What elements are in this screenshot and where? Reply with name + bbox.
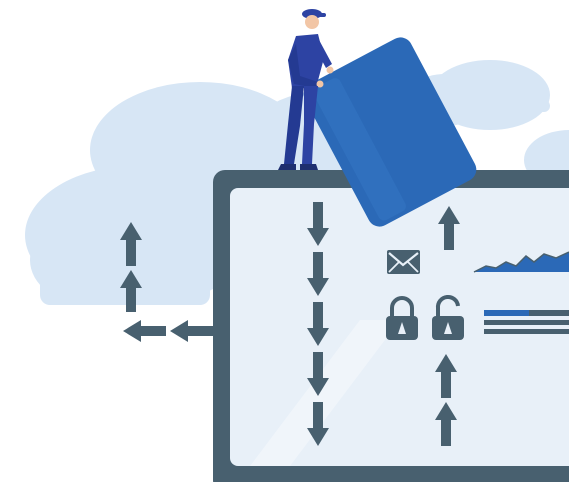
arrow-up-icon bbox=[120, 222, 142, 266]
arrow-up-icon bbox=[438, 206, 460, 250]
padlock-open-icon bbox=[432, 295, 464, 340]
outside-arrows bbox=[120, 222, 213, 342]
envelope-icon bbox=[387, 250, 420, 274]
arrow-down-icon bbox=[307, 202, 329, 246]
up-arrow-column bbox=[435, 206, 460, 446]
arrow-up-icon bbox=[120, 270, 142, 312]
arrow-down-icon bbox=[307, 352, 329, 396]
arrow-left-icon bbox=[123, 320, 166, 342]
progress-bars-icon bbox=[484, 310, 569, 334]
area-chart-icon bbox=[473, 251, 569, 273]
worker-figure-icon bbox=[278, 9, 334, 170]
arrow-down-icon bbox=[307, 252, 329, 296]
arrow-up-icon bbox=[435, 354, 457, 398]
screen-glare bbox=[250, 320, 400, 466]
chat-bubble-icon bbox=[303, 37, 477, 227]
arrow-left-icon bbox=[170, 320, 213, 342]
arrow-up-icon bbox=[435, 402, 457, 446]
padlock-closed-icon bbox=[386, 296, 418, 340]
down-arrow-column bbox=[307, 202, 329, 446]
arrow-down-icon bbox=[307, 302, 329, 346]
arrow-down-icon bbox=[307, 402, 329, 446]
